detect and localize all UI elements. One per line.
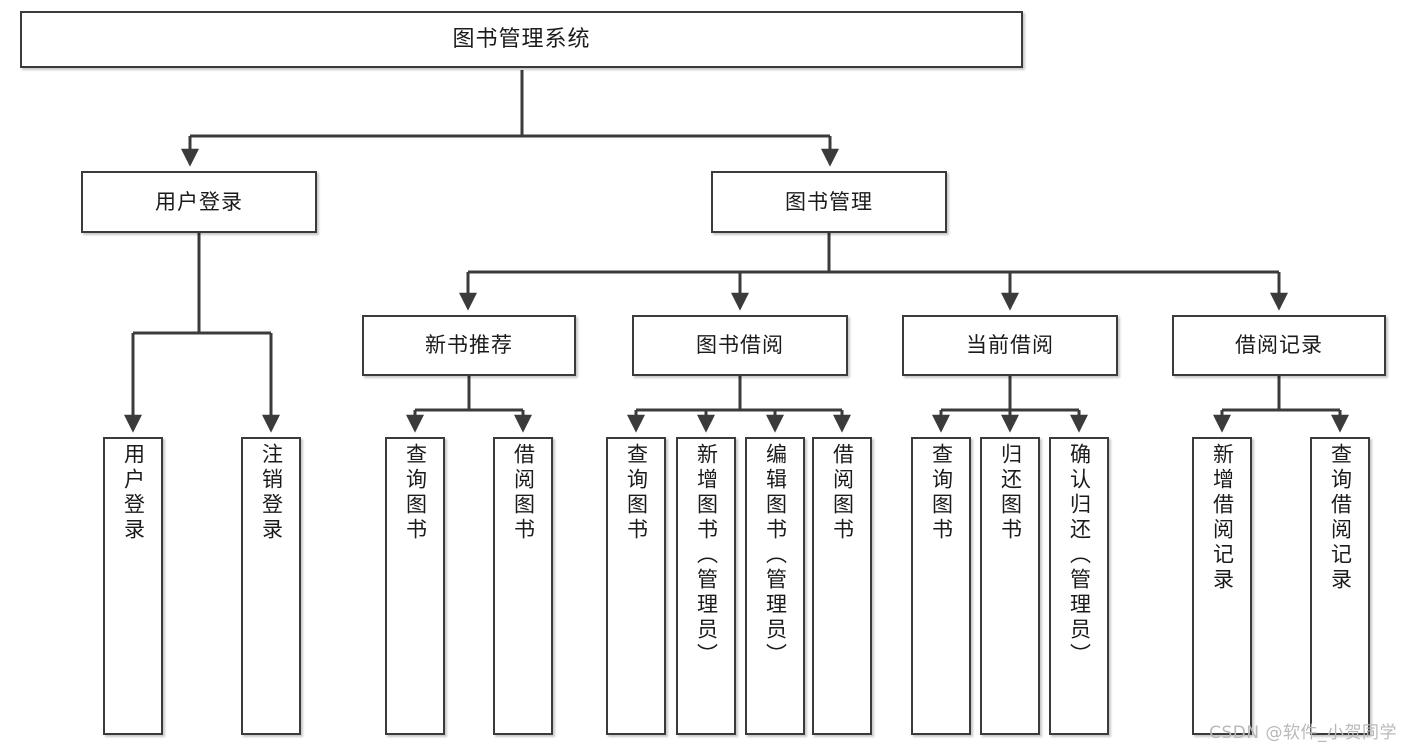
node-label: 查询借阅记录	[1328, 443, 1353, 593]
node-label: 用户登录	[155, 189, 243, 214]
leaf-book-borrow-add-book-admin[interactable]: 新增图书（管理员）	[676, 437, 736, 735]
node-label: 编辑图书（管理员）	[763, 443, 788, 668]
node-label: 归还图书	[998, 443, 1023, 543]
node-label: 新增借阅记录	[1210, 443, 1235, 593]
node-current-borrow[interactable]: 当前借阅	[902, 315, 1118, 376]
node-user-login[interactable]: 用户登录	[81, 171, 317, 233]
node-label: 图书管理系统	[452, 26, 591, 52]
node-label: 当前借阅	[966, 333, 1054, 358]
node-label: 查询图书	[403, 443, 428, 543]
leaf-new-book-borrow-book[interactable]: 借阅图书	[493, 437, 553, 735]
leaf-book-borrow-query-book[interactable]: 查询图书	[606, 437, 666, 735]
node-label: 借阅记录	[1235, 333, 1323, 358]
node-root-book-management-system[interactable]: 图书管理系统	[20, 11, 1023, 68]
leaf-current-borrow-return-book[interactable]: 归还图书	[980, 437, 1040, 735]
node-label: 确认归还（管理员）	[1067, 443, 1092, 668]
node-label: 用户登录	[121, 443, 146, 543]
node-label: 新增图书（管理员）	[694, 443, 719, 668]
leaf-new-book-query-book[interactable]: 查询图书	[385, 437, 445, 735]
node-label: 查询图书	[929, 443, 954, 543]
node-label: 图书管理	[785, 189, 873, 214]
leaf-book-borrow-edit-book-admin[interactable]: 编辑图书（管理员）	[745, 437, 805, 735]
node-label: 借阅图书	[511, 443, 536, 543]
node-label: 借阅图书	[830, 443, 855, 543]
node-book-management[interactable]: 图书管理	[711, 171, 947, 233]
node-label: 注销登录	[259, 443, 284, 543]
node-borrow-records[interactable]: 借阅记录	[1172, 315, 1386, 376]
leaf-borrow-records-add-record[interactable]: 新增借阅记录	[1192, 437, 1252, 735]
leaf-user-login-logout[interactable]: 注销登录	[241, 437, 301, 735]
node-book-borrow[interactable]: 图书借阅	[632, 315, 848, 376]
leaf-user-login-login[interactable]: 用户登录	[103, 437, 163, 735]
leaf-current-borrow-query-book[interactable]: 查询图书	[911, 437, 971, 735]
leaf-borrow-records-query-record[interactable]: 查询借阅记录	[1310, 437, 1370, 735]
node-label: 查询图书	[624, 443, 649, 543]
node-label: 图书借阅	[696, 333, 784, 358]
csdn-watermark: CSDN @软件_小贺同学	[1209, 723, 1397, 743]
leaf-current-borrow-confirm-return-admin[interactable]: 确认归还（管理员）	[1049, 437, 1109, 735]
leaf-book-borrow-borrow-book[interactable]: 借阅图书	[812, 437, 872, 735]
node-new-book-recommend[interactable]: 新书推荐	[362, 315, 576, 376]
node-label: 新书推荐	[425, 333, 513, 358]
